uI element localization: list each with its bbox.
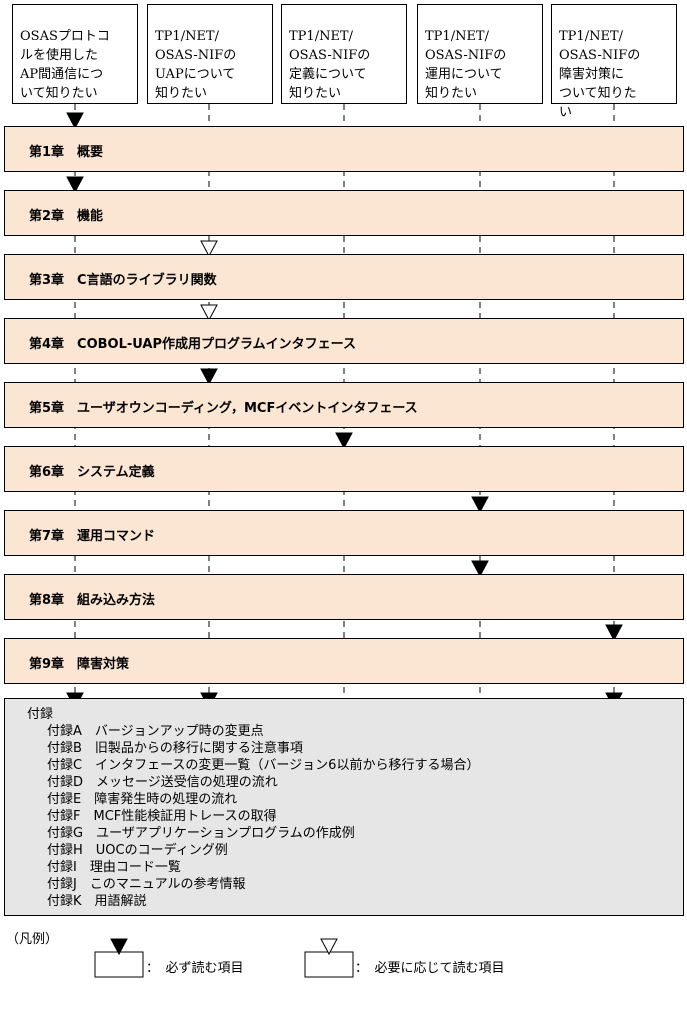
chapter-label: 第4章 COBOL-UAP作成用プログラムインタフェース	[29, 337, 356, 352]
appendix-item: 付録F MCF性能検証用トレースの取得	[47, 809, 277, 824]
chapter-7: 第7章 運用コマンド	[4, 510, 684, 556]
required-marker	[471, 560, 489, 578]
appendix-item: 付録I 理由コード一覧	[47, 860, 181, 875]
optional-marker	[200, 304, 218, 322]
chapter-8: 第8章 組み込み方法	[4, 574, 684, 620]
reader-label: OSASプロトコ ルを使用した AP間通信につ いて知りたい	[20, 29, 110, 101]
legend-optional-label: ： 必要に応じて読む項目	[355, 961, 505, 976]
appendix-item: 付録G ユーザアプリケーションプログラムの作成例	[47, 826, 355, 841]
chapter-label: 第5章 ユーザオウンコーディング，MCFイベントインタフェース	[29, 401, 418, 416]
chapter-6: 第6章 システム定義	[4, 446, 684, 492]
appendix-item: 付録A バージョンアップ時の変更点	[47, 724, 264, 739]
chapter-1: 第1章 概要	[4, 126, 684, 172]
required-marker	[200, 368, 218, 386]
reader-box-troubleshooting: TP1/NET/ OSAS-NIFの 障害対策に ついて知りた い	[551, 4, 677, 120]
chapter-label: 第3章 C言語のライブラリ関数	[29, 273, 217, 288]
appendix-item: 付録C インタフェースの変更一覧（バージョン6以前から移行する場合）	[47, 758, 480, 773]
chapter-2: 第2章 機能	[4, 190, 684, 236]
appendix-item: 付録E 障害発生時の処理の流れ	[47, 792, 238, 807]
reader-box-operation: TP1/NET/ OSAS-NIFの 運用について 知りたい	[417, 4, 543, 104]
chapter-4: 第4章 COBOL-UAP作成用プログラムインタフェース	[4, 318, 684, 364]
optional-marker	[200, 240, 218, 258]
appendix-box: 付録 付録A バージョンアップ時の変更点 付録B 旧製品からの移行に関する注意事…	[4, 698, 684, 916]
chapter-label: 第1章 概要	[29, 145, 104, 160]
required-marker	[471, 496, 489, 514]
chapter-label: 第2章 機能	[29, 209, 104, 224]
appendix-item: 付録J このマニュアルの参考情報	[47, 877, 246, 892]
appendix-item: 付録B 旧製品からの移行に関する注意事項	[47, 741, 303, 756]
reader-box-uap: TP1/NET/ OSAS-NIFの UAPについて 知りたい	[147, 4, 273, 104]
reader-box-ap-communication: OSASプロトコ ルを使用した AP間通信につ いて知りたい	[12, 4, 138, 104]
required-marker	[66, 112, 84, 130]
legend-optional-box	[304, 951, 354, 978]
reader-label: TP1/NET/ OSAS-NIFの 運用について 知りたい	[425, 29, 507, 101]
chapter-label: 第6章 システム定義	[29, 465, 155, 480]
reader-box-definition: TP1/NET/ OSAS-NIFの 定義について 知りたい	[281, 4, 407, 104]
legend-required-box	[94, 951, 144, 978]
appendix-item: 付録K 用語解説	[47, 894, 147, 909]
legend-required-label: ： 必ず読む項目	[146, 961, 244, 976]
legend-title: （凡例）	[6, 932, 59, 947]
appendix-item: 付録D メッセージ送受信の処理の流れ	[47, 775, 278, 790]
chapter-9: 第9章 障害対策	[4, 638, 684, 684]
required-marker	[66, 176, 84, 194]
chapter-label: 第8章 組み込み方法	[29, 593, 156, 608]
legend-optional-marker	[320, 938, 338, 956]
appendix-title: 付録	[27, 707, 54, 722]
chapter-label: 第9章 障害対策	[29, 657, 130, 672]
chapter-3: 第3章 C言語のライブラリ関数	[4, 254, 684, 300]
legend-required-marker	[110, 938, 128, 956]
reader-label: TP1/NET/ OSAS-NIFの 障害対策に ついて知りた い	[559, 29, 641, 120]
chapter-label: 第7章 運用コマンド	[29, 529, 156, 544]
reader-label: TP1/NET/ OSAS-NIFの 定義について 知りたい	[289, 29, 371, 101]
appendix-item: 付録H UOCのコーディング例	[47, 843, 228, 858]
reader-label: TP1/NET/ OSAS-NIFの UAPについて 知りたい	[155, 29, 237, 101]
required-marker	[605, 624, 623, 642]
required-marker	[335, 432, 353, 450]
chapter-5: 第5章 ユーザオウンコーディング，MCFイベントインタフェース	[4, 382, 684, 428]
